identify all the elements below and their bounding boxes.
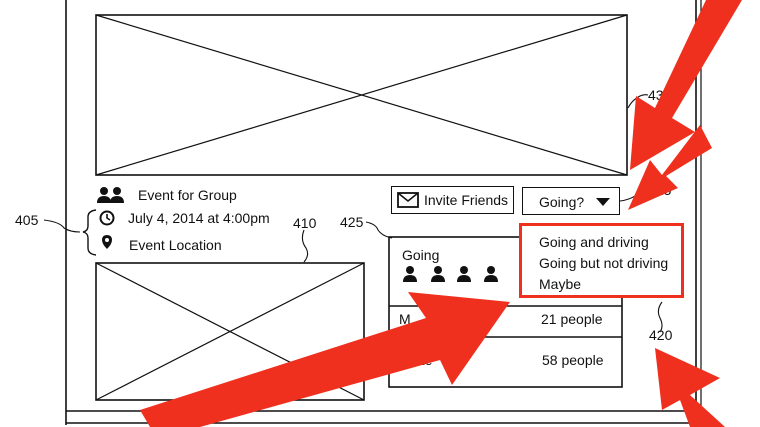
- person-icon-hatched: [431, 266, 445, 282]
- event-location: Event Location: [129, 237, 222, 253]
- bracket-405: [82, 209, 97, 256]
- person-icon: [403, 266, 417, 282]
- attendance-row-label: Invite: [399, 352, 433, 368]
- ref-numeral-430: 43: [648, 87, 664, 103]
- leader-420: [657, 301, 663, 333]
- rsvp-label: Going?: [539, 194, 585, 210]
- rsvp-option-going-driving[interactable]: Going and driving: [539, 234, 649, 250]
- ref-numeral-420: 420: [649, 327, 673, 343]
- attendee-avatars: [402, 265, 502, 288]
- leader-410: [301, 229, 309, 263]
- group-icon: [96, 186, 126, 209]
- going-label: Going: [402, 247, 440, 263]
- rsvp-dropdown-menu: Going and driving Going but not driving …: [519, 223, 684, 298]
- ref-numeral-415: 415: [648, 182, 672, 198]
- location-pin-icon: [101, 234, 113, 255]
- leader-405: [43, 219, 81, 233]
- clock-icon: [99, 210, 115, 231]
- leader-430: [627, 94, 649, 109]
- event-group-name: Event for Group: [138, 187, 237, 203]
- attendance-row-label: M: [399, 311, 411, 327]
- ref-numeral-410: 410: [293, 215, 317, 231]
- cover-image-placeholder: [95, 14, 628, 176]
- ref-numeral-405: 405: [15, 212, 39, 228]
- event-datetime: July 4, 2014 at 4:00pm: [128, 210, 270, 226]
- envelope-icon: [397, 192, 419, 208]
- ref-numeral-425: 425: [340, 214, 364, 230]
- attendance-row-count: 58 people: [542, 352, 604, 368]
- leader-425: [365, 221, 393, 239]
- rsvp-option-maybe[interactable]: Maybe: [539, 276, 582, 292]
- caret-down-icon: [596, 198, 610, 206]
- invite-friends-button[interactable]: Invite Friends: [391, 186, 514, 214]
- invite-friends-label: Invite Friends: [424, 192, 509, 208]
- rsvp-dropdown-button[interactable]: Going?: [522, 187, 620, 215]
- attendance-row-count: 21 people: [541, 311, 603, 327]
- leader-415: [619, 189, 649, 202]
- rsvp-option-going-not-driving[interactable]: Going but not driving: [539, 255, 669, 271]
- event-image-placeholder: [95, 262, 365, 401]
- person-icon-hatched: [457, 266, 471, 282]
- person-icon: [484, 266, 498, 282]
